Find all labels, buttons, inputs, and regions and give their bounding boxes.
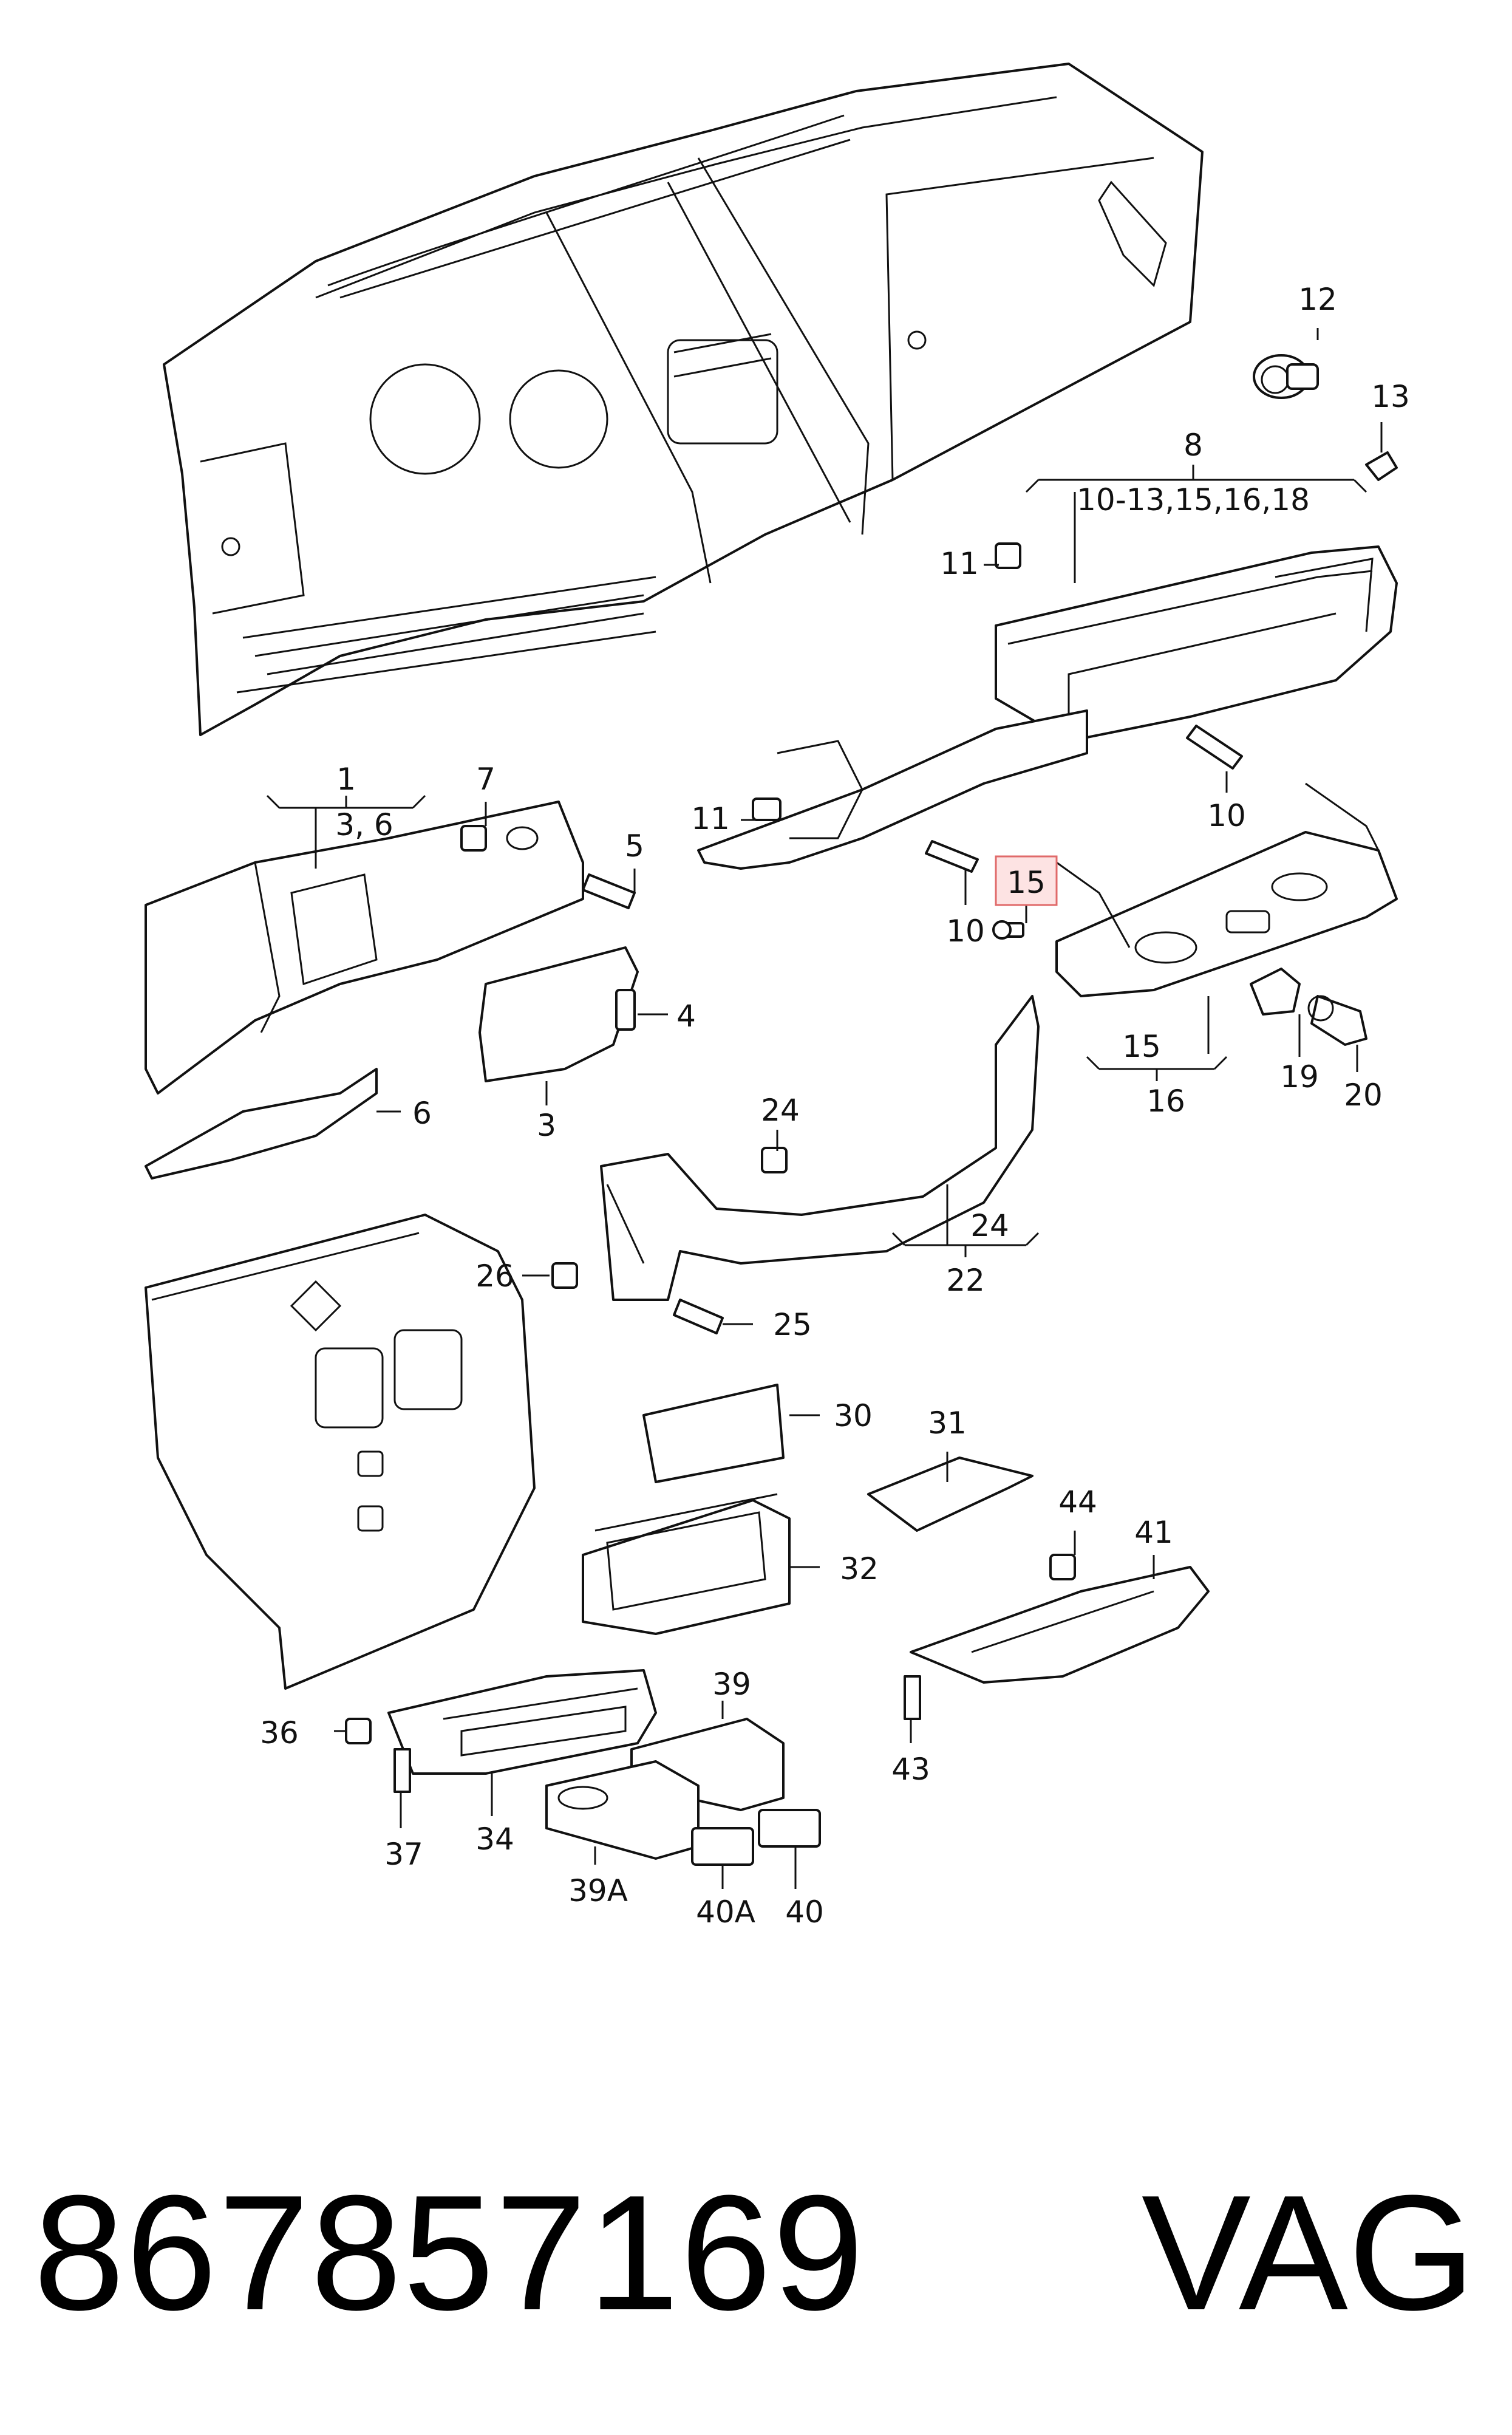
lower-trim-22 (600, 995, 1040, 1301)
callout-11-left: 11 (691, 801, 730, 836)
mounting-frame-32 (582, 1493, 791, 1635)
callout-40a: 40A (696, 1894, 755, 1930)
callout-15-highlight (995, 855, 1058, 906)
callout-24-top: 24 (761, 1093, 800, 1128)
cover-30 (642, 1384, 785, 1483)
callout-16: 16 (1146, 1084, 1185, 1119)
glovebox-lid (1055, 782, 1398, 997)
callout-25: 25 (773, 1307, 812, 1342)
callout-7: 7 (476, 762, 495, 797)
callout-39a: 39A (568, 1873, 628, 1908)
dashboard-top (163, 63, 1204, 736)
callout-41: 41 (1134, 1515, 1173, 1550)
clip-36 (345, 1718, 372, 1744)
screw-37 (393, 1748, 411, 1793)
clip-44 (1049, 1554, 1076, 1580)
screw-10-left (925, 840, 979, 873)
callout-10-left: 10 (946, 914, 985, 949)
callout-22: 22 (946, 1263, 985, 1298)
dashboard-center (145, 1214, 536, 1690)
leader-lines (266, 328, 1383, 1889)
callout-15: 15 (1007, 865, 1046, 900)
switch-knob-12 (1253, 354, 1319, 399)
callout-37: 37 (384, 1837, 423, 1872)
screw-25 (673, 1299, 724, 1334)
callout-36: 36 (260, 1715, 299, 1750)
screw-10-right (1186, 725, 1243, 770)
callout-6: 6 (412, 1096, 432, 1131)
footer: 867857169 VAG (0, 2162, 1512, 2344)
clip-7 (460, 825, 487, 852)
callout-30: 30 (834, 1398, 873, 1433)
callout-15-bottom: 15 (1122, 1029, 1161, 1064)
trim-strip-6 (145, 1068, 378, 1180)
tray-41 (910, 1566, 1210, 1684)
cap-13 (1365, 451, 1398, 481)
lock-19 (1250, 968, 1301, 1016)
parts-diagram: 1 3, 6 3 4 5 6 7 8 10-13,15,16,18 10 10 … (145, 63, 1410, 1930)
callout-40: 40 (785, 1894, 824, 1930)
callout-13: 13 (1371, 379, 1410, 414)
callout-24-bottom: 24 (970, 1208, 1009, 1243)
callout-32: 32 (840, 1551, 879, 1586)
lock-cylinder-20 (1307, 995, 1367, 1046)
callout-labels: 1 3, 6 3 4 5 6 7 8 10-13,15,16,18 10 10 … (260, 282, 1410, 1930)
callout-8: 8 (1183, 428, 1203, 463)
screw-5 (582, 873, 636, 909)
callout-31: 31 (928, 1405, 967, 1441)
pin-15 (992, 920, 1024, 940)
callout-12: 12 (1298, 282, 1337, 317)
callout-19: 19 (1280, 1059, 1319, 1095)
callout-10-right: 10 (1207, 798, 1246, 833)
callout-34: 34 (475, 1822, 514, 1857)
tray-34 (387, 1669, 657, 1775)
callout-26: 26 (475, 1258, 514, 1294)
callout-4: 4 (676, 999, 696, 1034)
callout-39: 39 (712, 1667, 751, 1702)
callout-11-top: 11 (940, 546, 979, 581)
trim-panel-1 (145, 801, 584, 1095)
cover-40 (758, 1809, 821, 1848)
screw-43 (904, 1675, 921, 1720)
clip-24 (761, 1147, 788, 1173)
callout-20: 20 (1344, 1077, 1383, 1113)
clip-11-left (752, 797, 782, 821)
callout-3: 3 (537, 1108, 556, 1143)
callout-1-sub: 3, 6 (335, 807, 393, 842)
cover-3 (478, 946, 639, 1082)
callout-43: 43 (891, 1752, 930, 1787)
callout-44: 44 (1058, 1484, 1097, 1520)
callout-8-sub: 10-13,15,16,18 (1077, 482, 1310, 517)
clip-4 (615, 989, 636, 1031)
callout-1: 1 (336, 762, 356, 797)
clip-26 (551, 1262, 578, 1289)
brand-name: VAG (1141, 2162, 1476, 2344)
plate-31 (867, 1457, 1034, 1532)
clip-11-top (995, 542, 1021, 569)
part-number: 867857169 (33, 2162, 865, 2344)
cover-40a (691, 1827, 754, 1866)
callout-5: 5 (625, 828, 644, 864)
insert-39a (545, 1760, 700, 1860)
glovebox-frame (697, 545, 1398, 870)
